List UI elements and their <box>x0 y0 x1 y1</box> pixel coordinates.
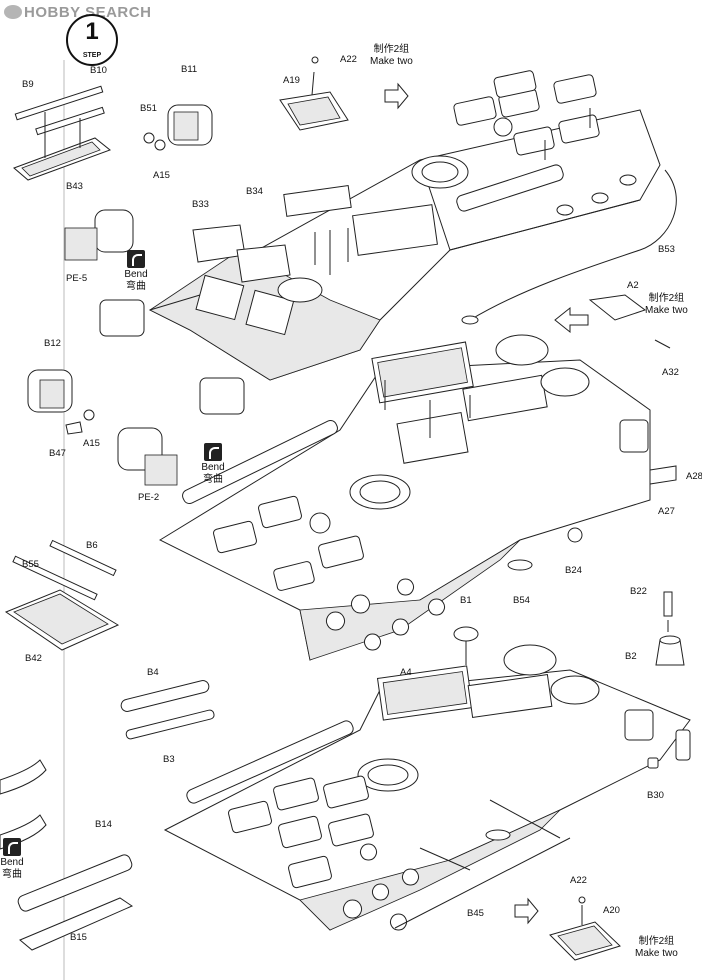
part-b1 <box>453 626 479 665</box>
label-b43: B43 <box>66 181 83 192</box>
label-pe2: PE-2 <box>138 492 160 503</box>
label-a20: A20 <box>603 905 620 916</box>
label-b3: B3 <box>163 754 175 765</box>
parts-b4-b3 <box>120 680 215 740</box>
bend-en: Bend <box>124 269 148 280</box>
label-b4: B4 <box>147 667 159 678</box>
parts-b11-b51-a15 <box>143 104 213 151</box>
label-a19: A19 <box>283 75 300 86</box>
label-a28: A28 <box>686 471 702 482</box>
make-two-en: Make two <box>645 304 688 316</box>
label-b33: B33 <box>192 199 209 210</box>
make-two-en: Make two <box>635 947 678 959</box>
label-b12: B12 <box>44 338 61 349</box>
hull-bottom-assembly <box>163 644 691 931</box>
label-b1: B1 <box>460 595 472 606</box>
watermark-text: HOBBY SEARCH <box>24 4 152 21</box>
bend-icon <box>127 250 145 268</box>
label-b15: B15 <box>70 932 87 943</box>
label-a15-top: A15 <box>153 170 170 181</box>
label-a22-bottom: A22 <box>570 875 587 886</box>
bend-icon <box>3 838 21 856</box>
label-pe5: PE-5 <box>66 273 88 284</box>
label-b51: B51 <box>140 103 157 114</box>
parts-b9-b10-b43 <box>13 85 112 181</box>
part-pe2 <box>117 377 245 486</box>
make-two-cn: 制作2组 <box>638 936 675 947</box>
bend-cn: 弯曲 <box>2 869 22 880</box>
hobby-search-watermark: HOBBY SEARCH <box>4 4 151 21</box>
hull-middle-assembly <box>158 294 677 661</box>
label-b45: B45 <box>467 908 484 919</box>
make-two-cn: 制作2组 <box>373 44 410 55</box>
hull-top-assembly <box>148 70 677 381</box>
label-a4: A4 <box>400 667 412 678</box>
step-badge: 1 STEP <box>66 14 118 66</box>
parts-b12-b47 <box>27 369 95 435</box>
label-b24: B24 <box>565 565 582 576</box>
watermark-logo-icon <box>4 5 22 19</box>
part-a20-hatch <box>549 896 621 961</box>
parts-b6-b55-b42 <box>4 539 120 651</box>
label-b54: B54 <box>513 595 530 606</box>
bend-cn: 弯曲 <box>126 281 146 292</box>
step-label: STEP <box>82 52 102 59</box>
part-a19-hatch <box>279 56 349 131</box>
make-two-en: Make two <box>370 55 413 67</box>
label-b11: B11 <box>181 64 198 75</box>
bend-icon <box>204 443 222 461</box>
label-b34: B34 <box>246 186 263 197</box>
parts-b14-b15 <box>0 759 134 951</box>
label-a27: A27 <box>658 506 675 517</box>
bend-cn: 弯曲 <box>203 474 223 485</box>
label-b53: B53 <box>658 244 675 255</box>
label-b30: B30 <box>647 790 664 801</box>
label-b6: B6 <box>86 540 98 551</box>
bend-en: Bend <box>0 857 24 868</box>
step-number: 1 <box>85 18 99 45</box>
label-b55: B55 <box>22 559 39 570</box>
parts-b22-b2 <box>655 591 685 666</box>
label-a22-top: A22 <box>340 54 357 65</box>
label-b14: B14 <box>95 819 112 830</box>
label-a15-mid: A15 <box>83 438 100 449</box>
label-b47: B47 <box>49 448 66 459</box>
label-b22: B22 <box>630 586 647 597</box>
bend-en: Bend <box>201 462 225 473</box>
part-pe5 <box>64 209 145 337</box>
label-a32: A32 <box>662 367 679 378</box>
label-b9: B9 <box>22 79 34 90</box>
make-two-cn: 制作2组 <box>648 293 685 304</box>
label-a2: A2 <box>627 280 639 291</box>
label-b2: B2 <box>625 651 637 662</box>
label-b10: B10 <box>90 65 107 76</box>
label-b42: B42 <box>25 653 42 664</box>
